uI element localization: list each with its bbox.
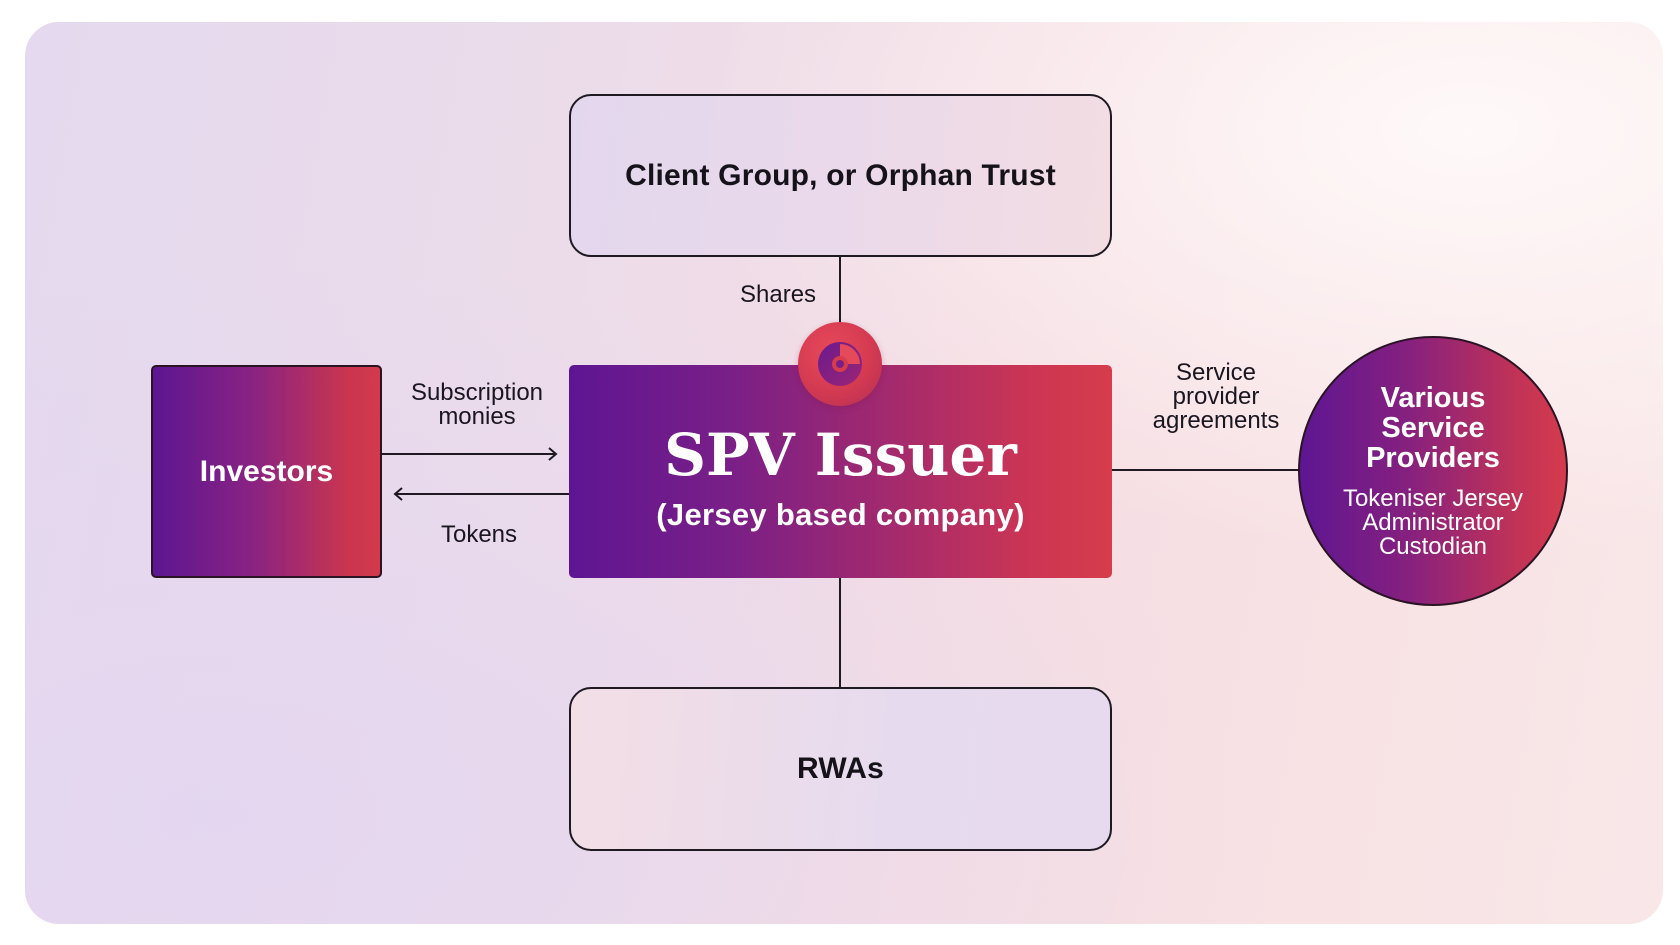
providers-title-line1: Various	[1380, 382, 1486, 414]
service-providers-node: Various Service Providers Tokeniser Jers…	[1298, 336, 1568, 606]
service-label-line3: agreements	[1152, 407, 1280, 434]
spv-issuer-subtitle: (Jersey based company)	[656, 496, 1025, 532]
subscription-label-line2: monies	[438, 403, 516, 430]
investors-label: Investors	[199, 454, 334, 488]
rwas-label: RWAs	[797, 752, 884, 785]
subscription-label-line1: Subscription	[410, 379, 544, 406]
spv-issuer-title: SPV Issuer	[664, 420, 1017, 489]
provider-administrator: Administrator	[1362, 509, 1504, 536]
service-label-line2: provider	[1172, 383, 1260, 410]
service-label-line1: Service	[1175, 359, 1257, 386]
service-providers-list: Tokeniser Jersey Administrator Custodian	[1343, 487, 1523, 559]
brand-logo-icon	[798, 322, 882, 406]
provider-tokeniser: Tokeniser Jersey	[1342, 485, 1524, 512]
provider-custodian: Custodian	[1378, 533, 1488, 560]
subscription-label: Subscription monies	[403, 381, 551, 429]
rwas-node: RWAs	[569, 687, 1112, 851]
shares-label: Shares	[740, 281, 817, 308]
providers-title-line3: Providers	[1366, 442, 1500, 474]
client-group-node: Client Group, or Orphan Trust	[569, 94, 1112, 257]
investors-node: Investors	[151, 365, 382, 578]
service-providers-title: Various Service Providers	[1366, 383, 1500, 473]
brand-logo-icon-glyph	[818, 342, 862, 386]
service-agreements-label: Service provider agreements	[1136, 361, 1296, 433]
client-group-label: Client Group, or Orphan Trust	[625, 158, 1056, 192]
tokens-label: Tokens	[440, 521, 518, 548]
providers-title-line2: Service	[1381, 412, 1485, 444]
